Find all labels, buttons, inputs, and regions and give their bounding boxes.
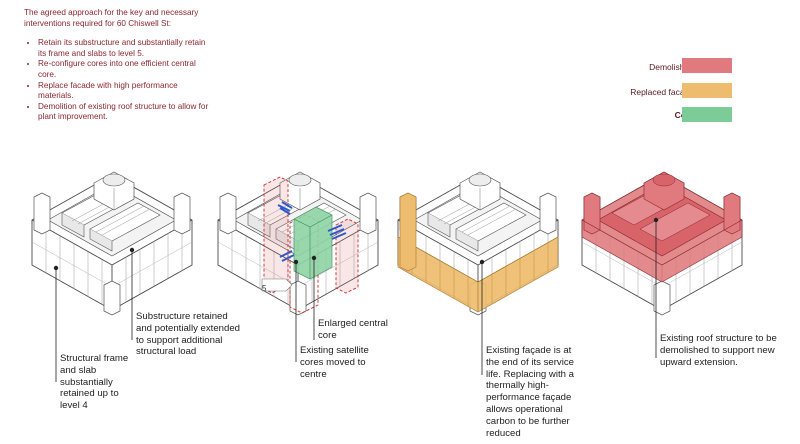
annotation-substructure: Substructure retained and potentially ex… [136, 311, 241, 358]
intro-bullet: Retain its substructure and substantiall… [38, 38, 214, 59]
legend-swatch-demolished [682, 58, 732, 73]
building-facade [397, 171, 559, 316]
annotation-satellite-cores: Existing satellite cores moved to centre [300, 345, 369, 380]
leader-lines [53, 217, 659, 382]
building-roof-demolished [581, 171, 743, 316]
legend-swatch-core [682, 107, 732, 122]
intro-bullet: Replace facade with high performance mat… [38, 81, 214, 102]
legend-swatch-replaced-facade [682, 83, 732, 98]
annotation-structural-frame: Structural frame and slab substantially … [60, 353, 129, 412]
building-cores [217, 171, 379, 316]
intro-text: The agreed approach for the key and nece… [24, 8, 214, 123]
intro-heading: The agreed approach for the key and nece… [24, 8, 199, 28]
satellite-core-right [335, 218, 359, 294]
legend-label-demolished: Demolished [649, 62, 694, 72]
annotation-facade: Existing façade is at the end of its ser… [486, 345, 574, 439]
intro-bullet: Demolition of existing roof structure to… [38, 102, 214, 123]
level-marker-label: 5 [262, 284, 267, 293]
intro-bullet-list: Retain its substructure and substantiall… [24, 38, 214, 123]
satellite-core-left [263, 176, 289, 294]
intro-bullet: Re-configure cores into one efficient ce… [38, 59, 214, 80]
legend-label-replaced-facade: Replaced facade [630, 87, 694, 97]
annotation-roof: Existing roof structure to be demolished… [660, 333, 777, 368]
central-core [293, 206, 333, 280]
annotation-enlarged-core: Enlarged central core [318, 318, 388, 341]
